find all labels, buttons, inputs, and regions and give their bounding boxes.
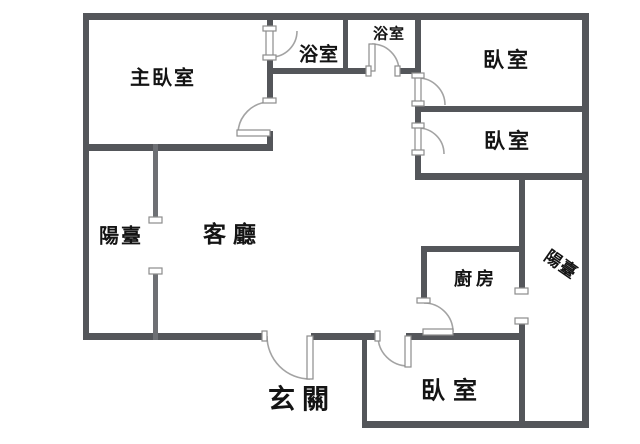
bathroom1-door-arc xyxy=(270,30,298,58)
room-label-bedroom-bottom: 臥室 xyxy=(421,376,485,405)
balcony-left-window-sill xyxy=(148,267,163,275)
balcony-right-window-sill xyxy=(514,317,529,325)
bedroom3-door-arc xyxy=(377,335,409,367)
room-label-balcony-left: 陽臺 xyxy=(99,223,143,248)
room-label-master-bedroom: 主臥室 xyxy=(130,65,196,90)
bedroom3-door-leaf xyxy=(404,335,412,368)
room-label-kitchen: 廚房 xyxy=(454,269,498,290)
master-door-arc xyxy=(237,101,271,135)
balcony-left-window-sill xyxy=(148,216,163,224)
inner-walls xyxy=(83,13,582,421)
outer-walls xyxy=(83,13,589,428)
kitchen-door-arc xyxy=(423,302,454,333)
master-door-leaf xyxy=(236,129,271,137)
kitchen-door-leaf xyxy=(422,328,454,336)
room-label-bathroom-2: 浴室 xyxy=(372,24,406,43)
room-label-entrance: 玄關 xyxy=(268,384,336,416)
room-label-bathroom-1: 浴室 xyxy=(298,43,340,66)
room-label-bedroom-right-top: 臥室 xyxy=(483,48,531,72)
balcony-right-window-sill xyxy=(514,287,529,295)
entrance-door-arc xyxy=(266,335,311,380)
bathroom1-door-leaf xyxy=(265,29,274,59)
jambs-and-windows xyxy=(148,25,529,342)
entrance-door-leaf xyxy=(306,335,314,380)
room-label-bedroom-right-mid: 臥室 xyxy=(484,129,532,153)
room-label-living-room: 客廳 xyxy=(203,222,263,248)
bathroom2-door-leaf xyxy=(368,43,376,72)
